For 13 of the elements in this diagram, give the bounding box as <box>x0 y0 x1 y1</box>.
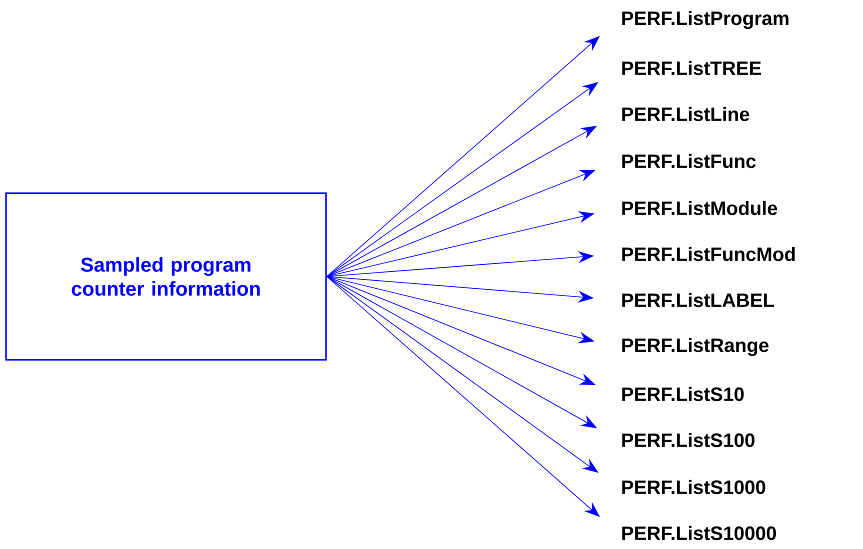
output-label: PERF.ListTREE <box>622 60 761 76</box>
output-label: PERF.ListS10000 <box>622 526 776 540</box>
output-label: PERF.ListFuncMod <box>622 246 795 262</box>
output-label: PERF.ListModule <box>622 200 778 216</box>
output-label: PERF.ListRange <box>622 338 769 356</box>
output-label: PERF.ListS10 <box>622 386 744 402</box>
output-label: PERF.ListFunc <box>622 154 756 168</box>
process-box: Sampled program counter information <box>5 192 327 361</box>
output-label: PERF.ListS1000 <box>622 480 766 494</box>
output-label: PERF.ListProgram <box>622 10 788 30</box>
output-label: PERF.ListLABEL <box>622 292 774 308</box>
output-label: PERF.ListLine <box>622 106 750 122</box>
output-label: PERF.ListS100 <box>622 432 754 448</box>
